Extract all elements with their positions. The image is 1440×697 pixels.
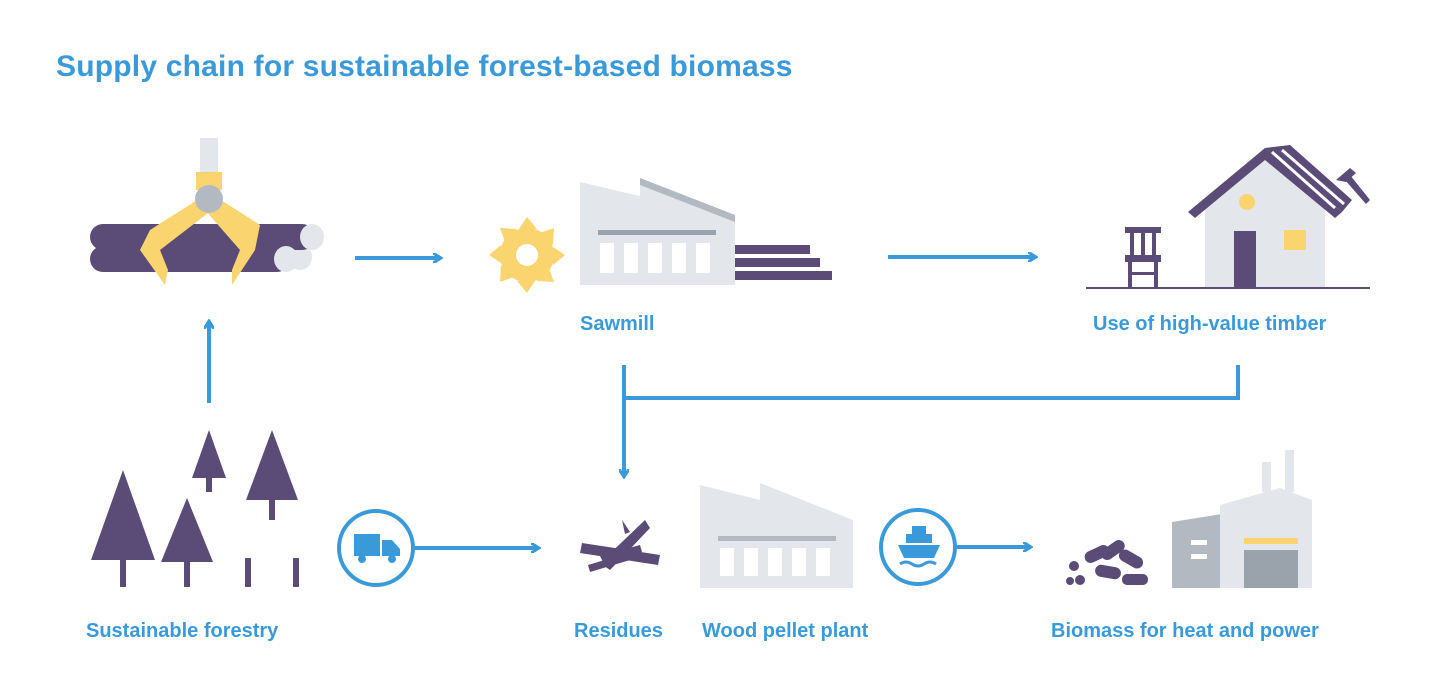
ship-icon xyxy=(879,508,957,586)
label-wood-pellet-plant: Wood pellet plant xyxy=(702,620,869,642)
label-biomass-heat-power: Biomass for heat and power xyxy=(1051,620,1319,642)
residue-sticks-icon xyxy=(580,520,660,572)
chair-icon xyxy=(1125,227,1161,288)
label-high-value-timber: Use of high-value timber xyxy=(1093,313,1327,335)
label-residues: Residues xyxy=(574,620,663,642)
house-icon xyxy=(1188,145,1352,288)
label-sawmill: Sawmill xyxy=(580,313,655,335)
saw-blade-icon xyxy=(489,217,565,293)
ground-line xyxy=(1086,287,1370,289)
tree-icon xyxy=(91,430,299,587)
sawmill-factory-icon xyxy=(580,178,832,285)
truck-icon xyxy=(337,509,415,587)
power-plant-icon xyxy=(1172,450,1312,588)
connector-timber-to-residues xyxy=(624,365,1240,400)
hammer-icon xyxy=(1336,168,1370,204)
flow-arrows xyxy=(209,257,1240,548)
pellet-plant-icon xyxy=(700,483,853,588)
log-crane-icon xyxy=(90,138,324,285)
label-sustainable-forestry: Sustainable forestry xyxy=(86,620,279,642)
pellets-icon xyxy=(1066,539,1148,585)
diagram-title: Supply chain for sustainable forest-base… xyxy=(56,50,793,83)
